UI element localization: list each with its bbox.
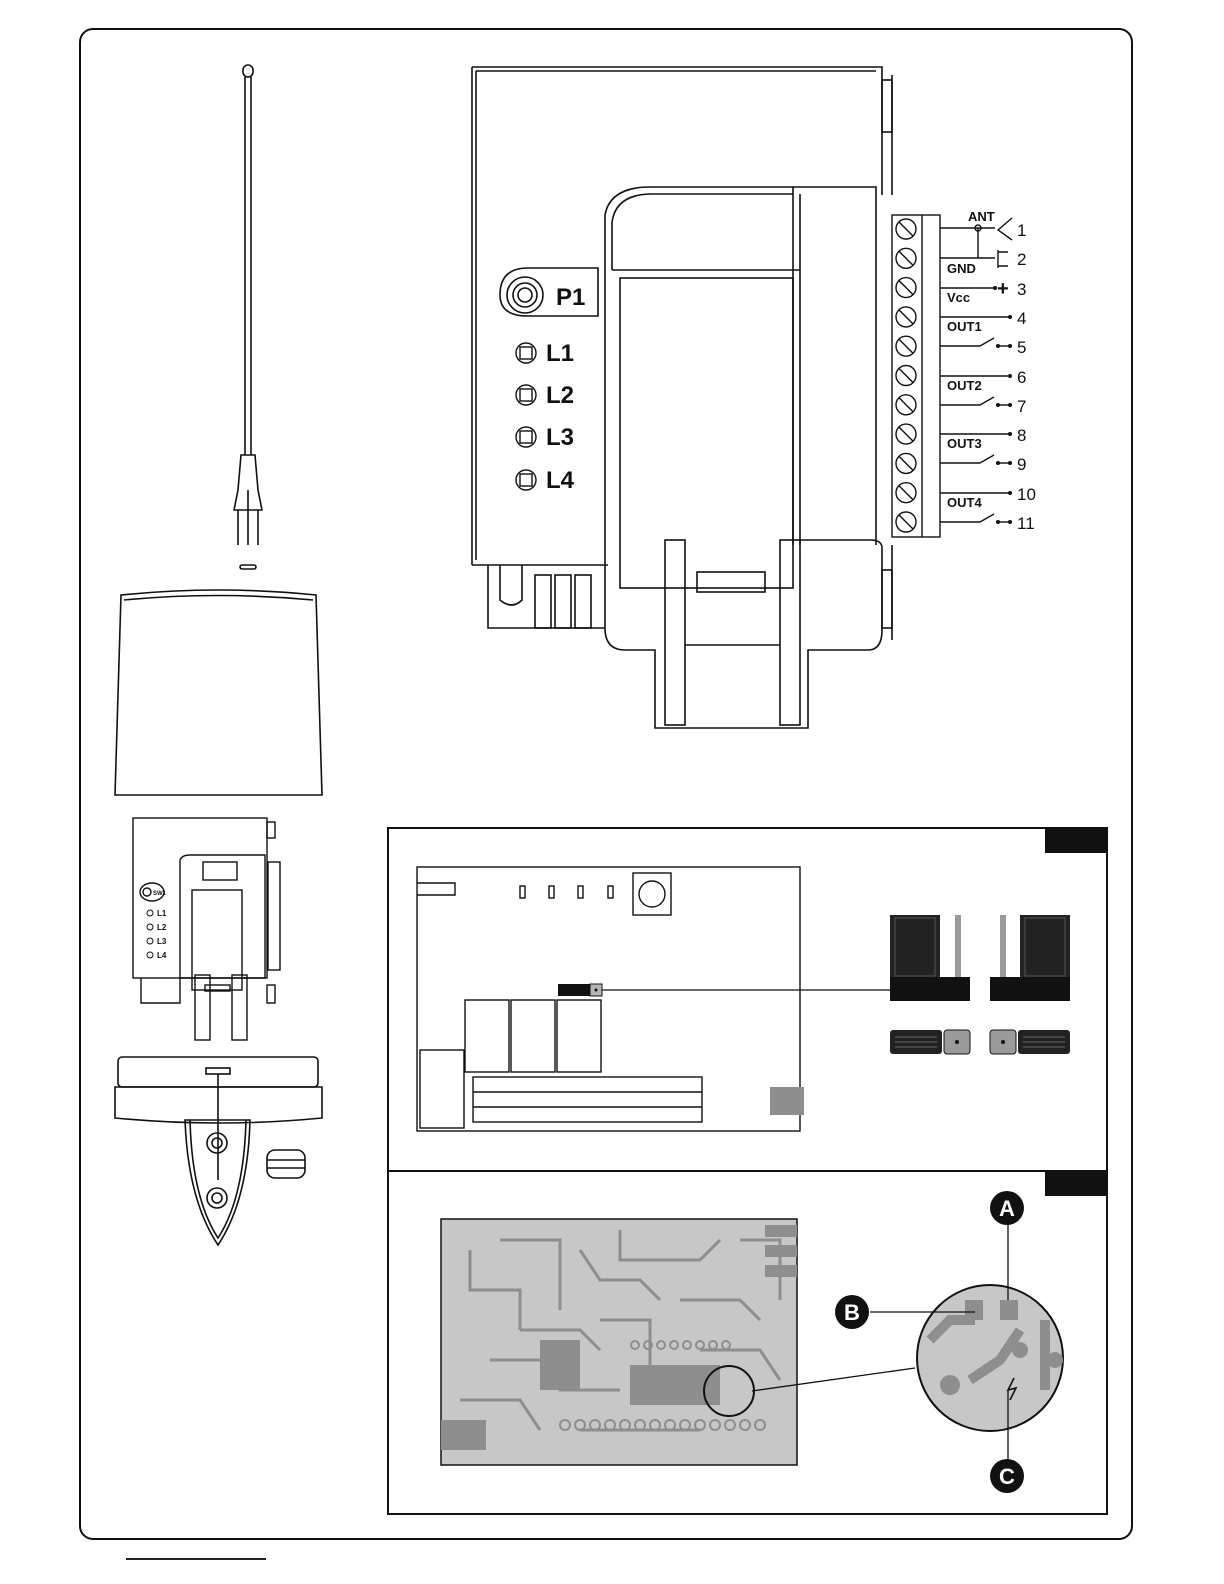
terminal-number-8: 8 — [1017, 426, 1026, 445]
terminal-number-7: 7 — [1017, 397, 1026, 416]
antenna-icon — [234, 65, 262, 569]
panel-solder: A B C — [388, 1171, 1107, 1514]
enclosure-cover — [115, 590, 322, 795]
enclosure-base — [115, 1057, 322, 1245]
jumper-icon — [890, 1030, 970, 1054]
antenna-symbol-icon — [998, 218, 1012, 240]
led-l4-label: L4 — [546, 467, 575, 494]
pcb-jumper-icon — [558, 984, 602, 996]
led-l1-label: L1 — [546, 340, 574, 367]
terminal-number-2: 2 — [1017, 250, 1026, 269]
small-led-l4: L4 — [157, 951, 167, 960]
terminal-screw-slot — [899, 427, 913, 441]
callout-a: A — [990, 1191, 1024, 1225]
small-led-group: L1 L2 L3 L4 — [147, 909, 167, 960]
small-led-l3: L3 — [157, 937, 167, 946]
pcb-top-view — [417, 867, 800, 1131]
small-receiver-module — [133, 818, 280, 1040]
label-vcc: Vcc — [947, 290, 970, 305]
terminal-screw-slot — [899, 251, 913, 265]
svg-text:A: A — [999, 1196, 1015, 1221]
led-group: L1 L2 L3 L4 — [516, 340, 575, 494]
terminal-number-10: 10 — [1017, 485, 1036, 504]
svg-text:C: C — [999, 1464, 1015, 1489]
terminal-number-9: 9 — [1017, 455, 1026, 474]
terminal-screw-slot — [899, 310, 913, 324]
small-led-l1: L1 — [157, 909, 167, 918]
magnifier-circle-icon — [917, 1285, 1063, 1431]
terminal-screw-slot — [899, 486, 913, 500]
callout-b: B — [835, 1295, 869, 1329]
pcb-bottom-view — [441, 1219, 797, 1465]
terminal-number-5: 5 — [1017, 338, 1026, 357]
terminal-screw-slot — [899, 515, 913, 529]
terminal-screw-slot — [899, 398, 913, 412]
label-out3: OUT3 — [947, 436, 982, 451]
terminal-screw-slot — [899, 456, 913, 470]
footer-rule — [126, 1558, 266, 1560]
terminal-block — [892, 215, 940, 537]
small-led-l2: L2 — [157, 923, 167, 932]
svg-text:B: B — [844, 1300, 860, 1325]
grommet-icon — [267, 1150, 305, 1178]
terminal-screw-slot — [899, 281, 913, 295]
label-out4: OUT4 — [947, 495, 982, 510]
panel-jumper — [388, 828, 1107, 1171]
led-l2-label: L2 — [546, 382, 574, 409]
small-terminal-strip — [268, 862, 280, 970]
terminal-screw-slot — [899, 369, 913, 383]
led-l3-label: L3 — [546, 424, 574, 451]
terminal-number-3: 3 — [1017, 280, 1026, 299]
terminal-number-11: 11 — [1017, 514, 1035, 533]
jumper-icon-alt — [990, 1030, 1070, 1054]
jumper-position-1 — [890, 915, 970, 1001]
jumper-position-2 — [990, 915, 1070, 1001]
terminal-screw-slot — [899, 222, 913, 236]
terminal-screw-slot — [899, 339, 913, 353]
terminal-number-6: 6 — [1017, 368, 1026, 387]
terminal-number-4: 4 — [1017, 309, 1026, 328]
p1-button-label: P1 — [556, 284, 585, 311]
terminal-number-1: 1 — [1017, 221, 1026, 240]
label-out1: OUT1 — [947, 319, 982, 334]
callout-c: C — [990, 1459, 1024, 1493]
small-sw1-label: SW1 — [153, 891, 167, 897]
ground-icon — [998, 250, 1008, 268]
vcc-plus-sign: + — [997, 278, 1009, 300]
label-gnd: GND — [947, 261, 976, 276]
terminal-numbers: 1 2 3 4 5 6 7 8 9 10 11 — [1017, 221, 1036, 533]
label-out2: OUT2 — [947, 378, 982, 393]
label-ant: ANT — [968, 209, 995, 224]
